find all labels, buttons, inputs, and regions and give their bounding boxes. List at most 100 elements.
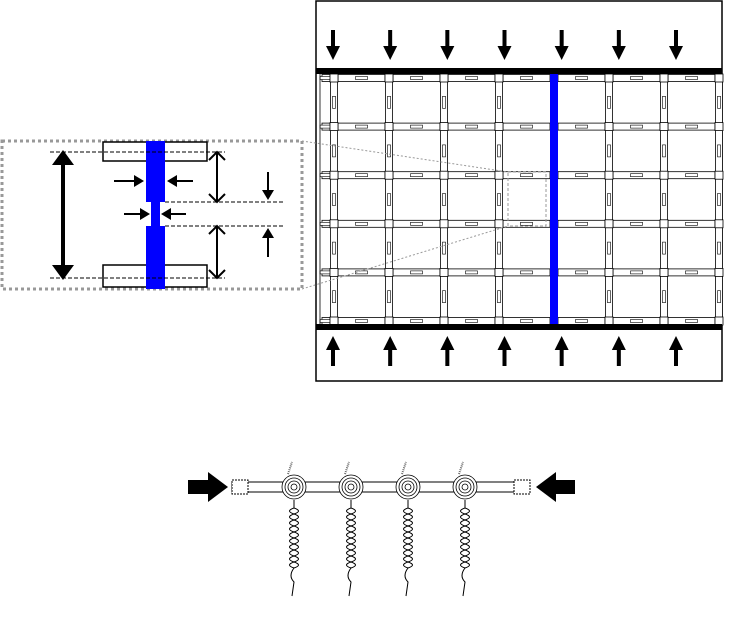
bar-neck [465,124,478,129]
lattice-node [659,267,669,277]
coil-spring-icon [281,461,307,597]
bar-neck [630,222,643,226]
lattice-node [604,122,614,131]
down-arrow-icon [326,30,340,60]
spring-chain-rod [231,481,529,493]
lattice [319,73,724,326]
neck-height-bottom-arrow [262,228,274,257]
strut-neck [387,144,391,158]
strut-neck [332,144,336,158]
lattice-node [329,267,339,277]
strut-neck [662,193,666,206]
down-arrow-icon [669,30,683,60]
lattice-node [329,122,339,131]
up-arrow-icon [440,336,455,366]
highlighted-node [550,317,558,325]
torsion-spring-icon [452,461,478,500]
highlighted-strut [550,74,558,324]
highlighted-node [550,268,558,277]
bar-neck [685,270,698,275]
lattice-node [714,73,724,83]
top-load-arrows [326,30,683,60]
up-arrow-icon [326,336,340,366]
bar-neck [465,319,478,323]
detail-neck [151,202,160,226]
bar-neck [465,76,478,80]
bar-neck [630,124,643,129]
strut-neck [442,144,446,158]
down-arrow-icon [440,30,455,60]
bar-neck [465,222,478,226]
strut-neck [332,290,336,304]
strut-neck [717,144,721,158]
neck-width-arrows [124,208,186,220]
lattice-node [384,267,394,277]
strut-neck [717,96,721,109]
lattice-node [329,73,339,83]
bottom-loading-plate [316,324,722,330]
highlighted-node [550,219,558,228]
lattice-node [384,170,394,180]
up-arrow-icon [383,336,398,366]
lattice-node [494,122,504,131]
bar-neck [520,76,533,80]
upper-width-arrows [114,175,193,187]
bar-neck [575,222,588,226]
lattice-node [604,219,614,229]
right-end-cap [513,479,531,495]
lower-segment-height-arrow [208,224,226,280]
highlighted-node [550,74,558,82]
highlighted-node [550,122,558,131]
down-arrow-icon [611,30,626,60]
bar-neck [575,319,588,323]
bar-neck [410,319,423,323]
up-arrow-icon [554,336,569,366]
bar-neck [520,222,533,226]
bar-neck [685,173,698,177]
bar-neck [410,270,423,275]
lattice-node [439,73,449,83]
lattice-node [659,170,669,180]
strut-neck [332,241,336,255]
strut-neck [717,193,721,206]
lattice-node [659,73,669,83]
strut-neck [442,241,446,255]
coil-spring-icon [338,461,364,597]
up-arrow-icon [611,336,626,366]
up-arrow-icon [669,336,683,366]
coil-spring-icon [452,461,478,597]
strut-neck [607,241,611,255]
up-arrow-icon [497,336,512,366]
top-loading-plate [316,68,722,74]
bar-neck [355,124,368,129]
lattice-node [659,316,669,326]
neck-height-top-arrow [262,172,274,200]
bar-neck [465,173,478,177]
torsion-spring-icon [395,461,421,500]
lattice-node [439,316,449,326]
down-arrow-icon [383,30,398,60]
bottom-load-arrows [326,336,683,366]
strut-neck [662,241,666,255]
down-arrow-icon [554,30,569,60]
lattice-node [494,219,504,229]
lattice-node [384,122,394,131]
springs [281,461,478,597]
bar-neck [630,76,643,80]
strut-neck [442,290,446,304]
strut-neck [497,96,501,109]
left-end-cap [231,479,249,495]
lattice-node [329,316,339,326]
strut-neck [607,193,611,206]
upper-segment-height-arrow [208,150,226,204]
strut-neck [607,96,611,109]
lattice-node [384,219,394,229]
strut-neck [387,96,391,109]
lattice-node [329,219,339,229]
detail-lower-segment [146,226,165,289]
torsion-spring-icon [281,461,307,500]
lattice-node [439,122,449,131]
lattice-node [439,219,449,229]
strut-neck [497,290,501,304]
